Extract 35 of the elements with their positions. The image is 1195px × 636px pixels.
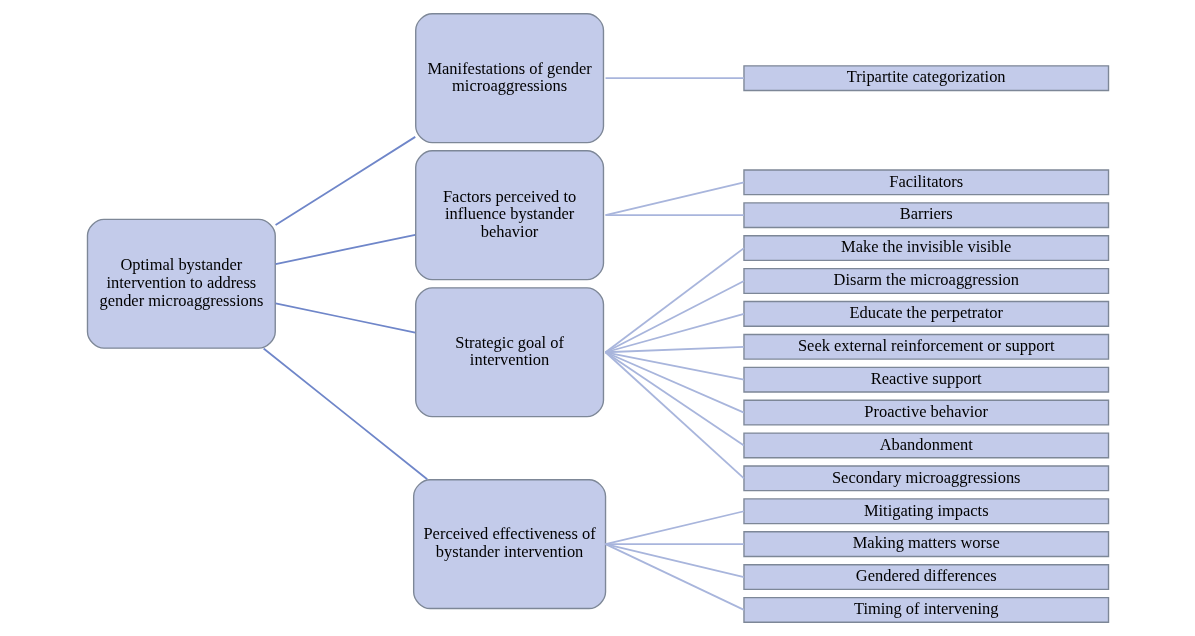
connector — [262, 347, 428, 481]
node-box: Abandonment — [742, 432, 1109, 459]
node-box: Mitigating impacts — [742, 498, 1109, 525]
node-box: Optimal bystander intervention to address gender microaggressions — [86, 218, 276, 349]
connector — [274, 136, 416, 226]
connector — [604, 351, 745, 447]
node-box: Making matters worse — [742, 531, 1109, 558]
node-box: Seek external reinforcement or support — [742, 333, 1109, 360]
node-box: Timing of intervening — [742, 596, 1109, 623]
connector — [604, 543, 745, 546]
node-box: Gendered differences — [742, 564, 1109, 591]
connector — [604, 351, 745, 480]
connector — [274, 302, 416, 334]
connector — [274, 233, 416, 266]
connector — [604, 77, 745, 80]
connector — [604, 510, 745, 546]
connector — [604, 181, 745, 217]
connector — [604, 280, 745, 354]
node-box: Facilitators — [742, 169, 1109, 196]
node-box: Tripartite categorization — [742, 65, 1109, 92]
node-box: Strategic goal of intervention — [414, 287, 604, 418]
node-box: Secondary microaggressions — [742, 465, 1109, 492]
node-box: Factors perceived to influence bystander behavior — [414, 150, 604, 281]
node-box: Barriers — [742, 202, 1109, 229]
connector — [604, 214, 745, 217]
node-box: Manifestations of gender microaggressions — [414, 13, 604, 144]
node-box: Proactive behavior — [742, 399, 1109, 426]
connector — [604, 247, 745, 354]
node-box: Perceived effectiveness of bystander intervention — [412, 479, 606, 610]
connector — [604, 543, 745, 611]
node-box: Make the invisible visible — [742, 235, 1109, 262]
node-box: Disarm the microaggression — [742, 267, 1109, 294]
node-box: Reactive support — [742, 366, 1109, 393]
node-box: Educate the perpetrator — [742, 300, 1109, 327]
connector — [604, 543, 745, 578]
